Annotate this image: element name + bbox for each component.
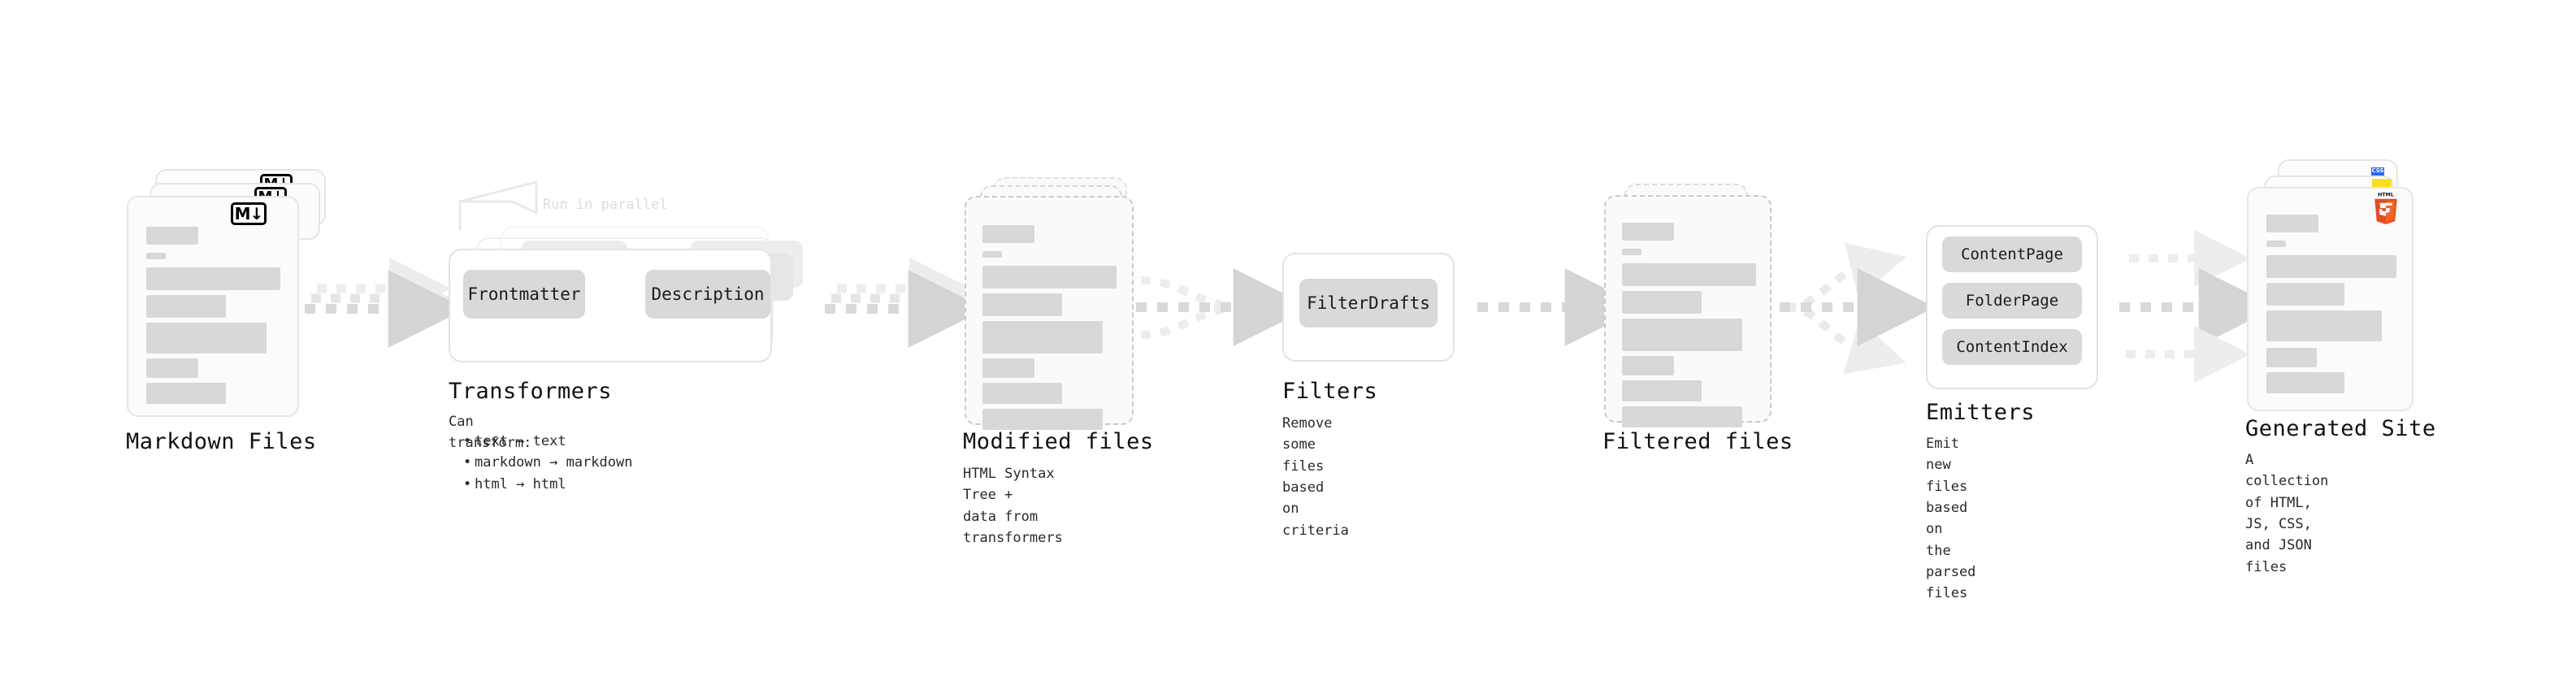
run-in-parallel-label: Run in parallel <box>543 197 668 213</box>
skeleton-line <box>982 225 1034 243</box>
skeleton-line <box>146 358 198 378</box>
skeleton-line <box>1622 319 1742 351</box>
stage-title-markdown-files: Markdown Files <box>126 429 317 454</box>
emitters-chip-folderpage[interactable]: FolderPage <box>1942 283 2082 319</box>
skeleton-line <box>1622 291 1702 314</box>
run-in-parallel-bracket <box>458 180 538 232</box>
filtered-file-card-front <box>1604 195 1772 427</box>
stage-caption-generated-site: A collection of HTML, JS, CSS, and JSON … <box>2245 452 2329 575</box>
stage-title-emitters: Emitters <box>1926 400 2036 425</box>
skeleton-line <box>2266 372 2344 393</box>
emitters-chip-contentpage[interactable]: ContentPage <box>1942 236 2082 272</box>
html5-logo-icon: HTML <box>2372 192 2400 224</box>
html5-label: HTML <box>2378 193 2394 198</box>
transformers-chip-description[interactable]: Description <box>645 270 770 319</box>
skeleton-line <box>982 358 1034 378</box>
skeleton-line <box>1622 223 1674 241</box>
skeleton-line <box>982 251 1002 258</box>
skeleton-line <box>1622 356 1674 375</box>
connector-filtered-to-emitters <box>1780 242 1936 375</box>
skeleton-line <box>2266 310 2382 341</box>
connector-md-to-transformers <box>305 257 466 348</box>
skeleton-line <box>982 383 1062 404</box>
skeleton-line <box>2266 348 2317 367</box>
stage-title-filters: Filters <box>1282 379 1378 404</box>
skeleton-line <box>982 409 1103 430</box>
modified-file-card-front <box>965 196 1134 430</box>
stage-caption-filters: Remove some files based on criteria <box>1282 415 1349 539</box>
connector-emitters-to-site <box>2119 230 2277 383</box>
stage-title-transformers: Transformers <box>449 379 613 404</box>
stage-caption-emitters: Emit new files based on the parsed files <box>1926 436 1976 602</box>
transformers-chip-frontmatter[interactable]: Frontmatter <box>463 270 585 319</box>
transformers-bullet-list: text → text markdown → markdown html → h… <box>462 431 633 496</box>
stage-title-generated-site: Generated Site <box>2245 416 2436 441</box>
skeleton-line <box>1622 406 1742 427</box>
stage-title-modified-files: Modified files <box>963 429 1154 454</box>
site-file-card-front <box>2247 187 2413 411</box>
skeleton-line <box>2266 255 2396 278</box>
skeleton-line <box>982 293 1062 316</box>
markdown-logo-icon: M↓ <box>231 202 267 225</box>
stage-caption-modified-files: HTML Syntax Tree + data from transformer… <box>963 466 1063 547</box>
skeleton-line <box>1622 380 1702 401</box>
list-item: markdown → markdown <box>463 452 633 474</box>
skeleton-line <box>146 227 198 245</box>
css-logo-icon: CSS <box>2371 167 2384 178</box>
stage-title-filtered-files: Filtered files <box>1602 429 1793 454</box>
filters-chip-filterdrafts[interactable]: FilterDrafts <box>1299 279 1438 327</box>
skeleton-line <box>146 383 226 404</box>
skeleton-line <box>2266 215 2318 232</box>
skeleton-line <box>146 295 226 318</box>
list-item: html → html <box>463 474 632 496</box>
skeleton-line <box>982 266 1117 288</box>
skeleton-line <box>146 323 267 354</box>
skeleton-line <box>2266 283 2344 306</box>
skeleton-line <box>982 321 1103 354</box>
skeleton-line <box>2266 241 2286 247</box>
skeleton-line <box>1622 249 1641 255</box>
list-item: text → text <box>463 431 632 453</box>
skeleton-line <box>146 253 166 259</box>
connector-transformers-to-modified <box>825 257 987 348</box>
connector-modified-to-filters <box>1136 268 1312 346</box>
emitters-chip-contentindex[interactable]: ContentIndex <box>1942 329 2082 365</box>
skeleton-line <box>146 267 280 290</box>
markdown-file-card-front <box>127 196 299 417</box>
skeleton-line <box>1622 263 1756 286</box>
